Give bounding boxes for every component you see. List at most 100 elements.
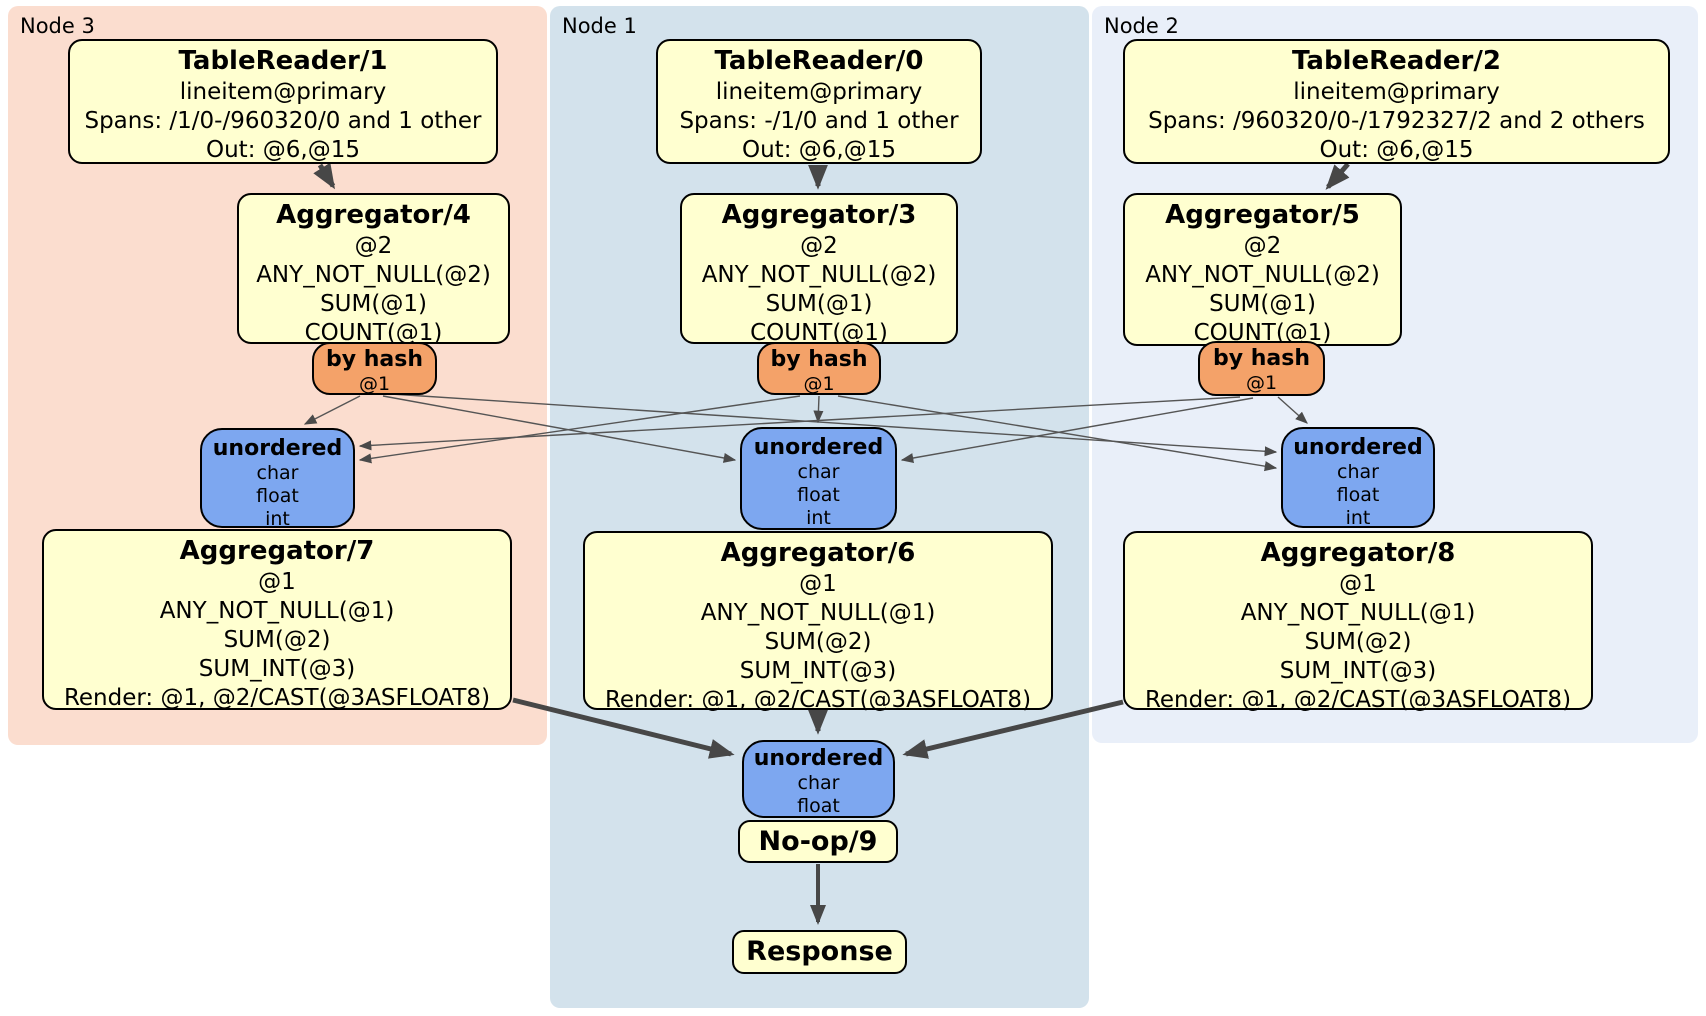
sync-type: float (797, 795, 840, 817)
processor-detail: Render: @1, @2/CAST(@3ASFLOAT8) (1144, 687, 1572, 713)
processor-detail: SUM(@2) (223, 627, 331, 653)
sync-type: float (797, 484, 840, 506)
processor-detail: @2 (1243, 233, 1282, 259)
processor-detail: Render: @1, @2/CAST(@3ASFLOAT8) (63, 685, 491, 711)
router-key: @1 (803, 373, 835, 395)
response-box: Response (732, 930, 907, 974)
node2-panel-label: Node 2 (1104, 14, 1179, 38)
sync-type: int (1345, 507, 1371, 529)
processor-aggregator-3: Aggregator/3 @2 ANY_NOT_NULL(@2) SUM(@1)… (680, 193, 958, 346)
sync-unordered-node3: unordered char float int (200, 428, 355, 530)
processor-detail: lineitem@primary (715, 79, 923, 105)
processor-detail: SUM(@2) (1304, 629, 1412, 655)
processor-detail: Out: @6,@15 (1319, 137, 1474, 163)
node1-panel-label: Node 1 (562, 14, 637, 38)
processor-detail: SUM(@1) (765, 291, 873, 317)
router-by-hash-node2: by hash @1 (1198, 341, 1325, 396)
router-label: by hash (325, 347, 423, 372)
sync-unordered-node1: unordered char float int (740, 427, 897, 530)
processor-detail: ANY_NOT_NULL(@2) (256, 262, 491, 288)
sync-unordered-node2: unordered char float int (1281, 427, 1435, 529)
router-by-hash-node1: by hash @1 (757, 342, 881, 395)
edge-bh2-un2 (1277, 396, 1308, 424)
processor-detail: Out: @6,@15 (206, 137, 360, 163)
processor-detail: ANY_NOT_NULL(@1) (1240, 600, 1476, 626)
processor-tablereader-0: TableReader/0 lineitem@primary Spans: -/… (656, 39, 982, 164)
processor-detail: Render: @1, @2/CAST(@3ASFLOAT8) (604, 687, 1032, 713)
processor-detail: Out: @6,@15 (742, 137, 896, 163)
processor-detail: SUM(@1) (320, 291, 427, 317)
sync-type: float (1336, 484, 1380, 506)
processor-noop-9: No-op/9 (738, 820, 898, 863)
processor-detail: SUM_INT(@3) (1279, 658, 1437, 684)
router-key: @1 (358, 373, 391, 395)
router-label: by hash (770, 347, 868, 372)
router-key: @1 (1245, 372, 1278, 394)
processor-title: Aggregator/3 (721, 200, 917, 230)
processor-detail: @1 (258, 569, 296, 595)
processor-tablereader-2: TableReader/2 lineitem@primary Spans: /9… (1123, 39, 1670, 164)
processor-title: Aggregator/6 (720, 538, 916, 568)
sync-unordered-final: unordered char float (742, 740, 895, 818)
processor-title: Aggregator/5 (1165, 200, 1360, 230)
processor-detail: ANY_NOT_NULL(@2) (1145, 262, 1380, 288)
processor-detail: @1 (1339, 571, 1377, 597)
processor-detail: ANY_NOT_NULL(@1) (700, 600, 936, 626)
edge-bh1-un3 (358, 395, 801, 464)
processor-detail: SUM(@1) (1209, 291, 1316, 317)
sync-label: unordered (753, 746, 884, 771)
router-label: by hash (1212, 346, 1310, 371)
processor-aggregator-4: Aggregator/4 @2 ANY_NOT_NULL(@2) SUM(@1)… (237, 193, 510, 346)
sync-label: unordered (1293, 435, 1423, 460)
processor-aggregator-5: Aggregator/5 @2 ANY_NOT_NULL(@2) SUM(@1)… (1123, 193, 1402, 346)
sync-type: char (1337, 461, 1379, 483)
processor-detail: ANY_NOT_NULL(@1) (159, 598, 395, 624)
processor-detail: Spans: /960320/0-/1792327/2 and 2 others (1148, 108, 1645, 134)
sync-type: int (265, 508, 290, 530)
processor-detail: @1 (799, 571, 837, 597)
edge-tr2-agg5 (1325, 162, 1350, 190)
edge-bh2-un3 (358, 396, 1241, 451)
processor-title: Aggregator/7 (179, 536, 375, 566)
sync-label: unordered (212, 436, 343, 461)
processor-detail: @2 (354, 233, 393, 259)
node3-panel-label: Node 3 (20, 14, 95, 38)
sync-type: float (256, 485, 299, 507)
processor-aggregator-7: Aggregator/7 @1 ANY_NOT_NULL(@1) SUM(@2)… (42, 529, 512, 711)
edge-agg8-unb (902, 699, 1124, 759)
edge-tr1-agg4 (313, 162, 336, 190)
processor-detail: Spans: /1/0-/960320/0 and 1 other (84, 108, 482, 134)
processor-detail: lineitem@primary (1293, 79, 1500, 105)
sync-type: char (797, 461, 840, 483)
processor-detail: Spans: -/1/0 and 1 other (679, 108, 959, 134)
processor-title: Aggregator/4 (276, 200, 471, 230)
processor-detail: SUM(@2) (764, 629, 872, 655)
sync-type: char (256, 462, 299, 484)
processor-detail: lineitem@primary (179, 79, 387, 105)
processor-title: No-op/9 (758, 826, 878, 857)
edge-bh3-un3 (303, 395, 361, 425)
processor-title: TableReader/1 (178, 46, 388, 76)
processor-tablereader-1: TableReader/1 lineitem@primary Spans: /1… (68, 39, 498, 164)
processor-detail: COUNT(@1) (750, 320, 888, 346)
processor-title: Response (746, 936, 893, 967)
processor-title: Aggregator/8 (1260, 538, 1456, 568)
processor-detail: SUM_INT(@3) (198, 656, 356, 682)
processor-detail: ANY_NOT_NULL(@2) (701, 262, 937, 288)
edge-bh3-un2 (390, 393, 1278, 457)
sync-label: unordered (753, 435, 884, 460)
processor-title: TableReader/2 (1292, 46, 1501, 76)
edge-bh2-un1 (900, 397, 1254, 463)
processor-aggregator-6: Aggregator/6 @1 ANY_NOT_NULL(@1) SUM(@2)… (583, 531, 1053, 713)
edge-bh3-un1 (382, 395, 737, 463)
processor-title: TableReader/0 (714, 46, 924, 76)
processor-aggregator-8: Aggregator/8 @1 ANY_NOT_NULL(@1) SUM(@2)… (1123, 531, 1593, 713)
processor-detail: COUNT(@1) (304, 320, 443, 346)
sync-type: char (797, 772, 840, 794)
edge-agg7-unb (512, 697, 735, 759)
processor-detail: SUM_INT(@3) (739, 658, 897, 684)
processor-detail: @2 (800, 233, 838, 259)
edge-bh1-un1 (813, 395, 824, 424)
